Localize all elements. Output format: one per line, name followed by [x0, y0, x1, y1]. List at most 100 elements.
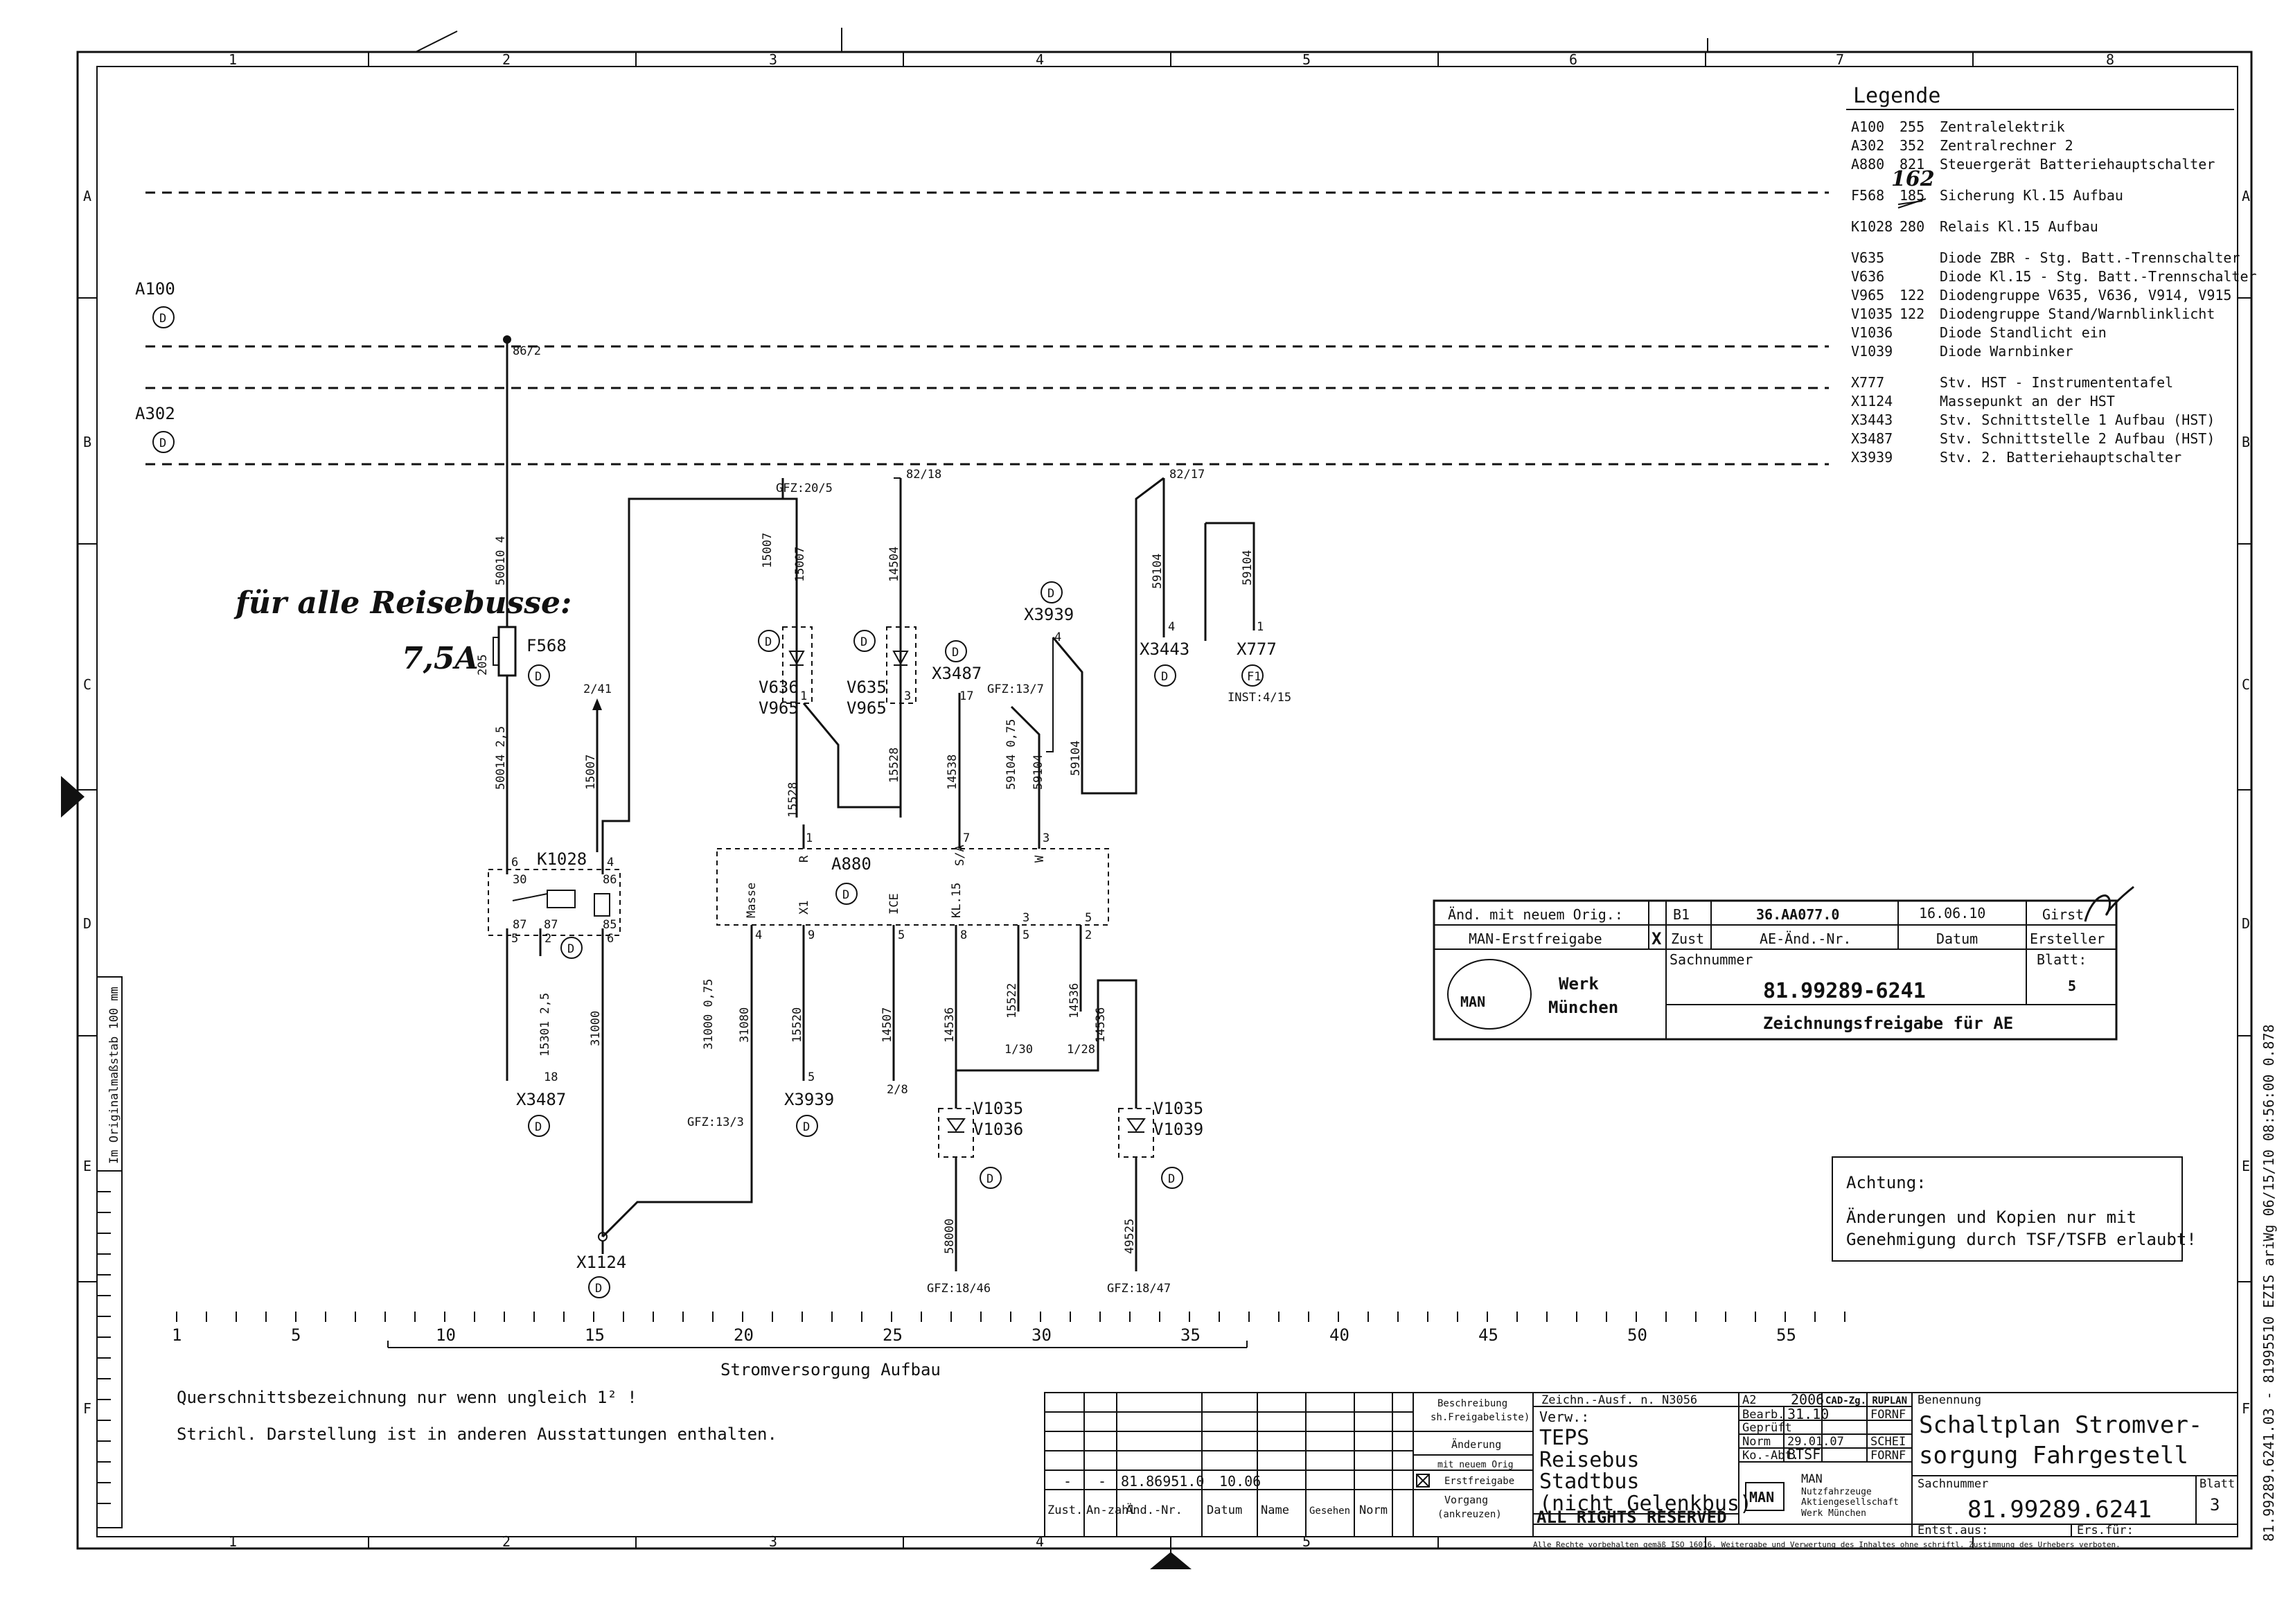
release-r2c1: MAN-Erstfreigabe: [1469, 930, 1602, 947]
v1039-location-d: D: [1168, 1172, 1175, 1186]
grid-col-4-bottom: 4: [1036, 1533, 1044, 1550]
tb-cad: CAD-Zg. RUPLAN: [1825, 1395, 1907, 1406]
wiring: [488, 335, 1255, 1271]
grid-col-7: 7: [1836, 51, 1844, 68]
pin-a880-ice: ICE: [887, 893, 901, 915]
rev-col-aend: Änd.-Nr.: [1126, 1503, 1183, 1517]
label-a100: A100: [135, 279, 175, 299]
legend-entry-desc: Diode Warnbinker: [1940, 343, 2073, 360]
rev-anzahl-value: -: [1098, 1473, 1106, 1490]
a302-location-d: D: [159, 436, 166, 450]
scale-tick-label: 20: [734, 1325, 754, 1345]
legend-entry-code: X3487: [1851, 430, 1893, 447]
attention-line1: Änderungen und Kopien nur mit: [1846, 1207, 2136, 1227]
release-r2c3: AE-Änd.-Nr.: [1760, 930, 1851, 947]
tb-gelenk: (nicht Gelenkbus): [1539, 1492, 1752, 1516]
x3939-top-location-d: D: [1047, 587, 1054, 601]
tb-sachnummer: 81.99289.6241: [1967, 1496, 2152, 1524]
release-signature: [2084, 885, 2134, 922]
legend-entry-desc: Stv. HST - Instrumententafel: [1940, 374, 2173, 391]
release-sachnummer: 81.99289-6241: [1763, 979, 1926, 1003]
wire-59104-e: 59104: [1241, 550, 1255, 585]
legend-entry-desc: Steuergerät Batteriehauptschalter: [1940, 156, 2215, 173]
label-a302: A302: [135, 404, 175, 423]
pin-x3939-5: 5: [808, 1070, 815, 1084]
legend-entry-code: A100: [1851, 118, 1884, 135]
scale-tick-label: 10: [436, 1325, 456, 1345]
rev-aend-value: 81.86951.0: [1121, 1473, 1204, 1490]
legend-entry-code: V1035: [1851, 306, 1893, 322]
scale-tick-label: 15: [585, 1325, 605, 1345]
scale-tick-label: 40: [1329, 1325, 1349, 1345]
tb-year: 2006: [1791, 1391, 1824, 1408]
label-v1036: V1036: [973, 1120, 1023, 1139]
scale-tick-label: 35: [1180, 1325, 1201, 1345]
label-v635: V635: [847, 678, 887, 697]
release-r2c2: Zust: [1671, 930, 1704, 947]
x3443-location-d: D: [1161, 670, 1168, 684]
cross-references: 86/2 82/18 82/17 GFZ:20/5 GFZ:13/7 GFZ:1…: [513, 344, 1291, 1296]
release-r2x: X: [1652, 929, 1662, 948]
rev-desc-mit-neuem: mit neuem Orig: [1437, 1460, 1514, 1470]
legend-title: Legende: [1853, 84, 1940, 108]
label-x1124: X1124: [576, 1253, 626, 1272]
release-r1c5: Girst: [2042, 906, 2084, 923]
grid-row-e-right: E: [2242, 1158, 2250, 1174]
tb-koabt-name: FORNF: [1870, 1449, 1906, 1463]
pin-f568-205: 205: [476, 654, 490, 676]
legend-entry-desc: Zentralrechner 2: [1940, 137, 2073, 154]
legend-entry-code: V965: [1851, 287, 1884, 303]
scale-tick-label: 50: [1627, 1325, 1647, 1345]
legend-entry-num: 255: [1900, 118, 1924, 135]
pin-a880-r: R: [797, 855, 811, 863]
ref-82-18: 82/18: [906, 468, 941, 482]
pin-a880-2: 2: [1085, 928, 1092, 942]
release-blatt: 5: [2068, 978, 2076, 994]
release-r1c3: 36.AA077.0: [1756, 906, 1839, 923]
x3939-bottom-location-d: D: [803, 1120, 810, 1134]
ref-inst-4-15: INST:4/15: [1228, 691, 1291, 705]
release-muenchen: München: [1548, 998, 1618, 1017]
wire-50014: 50014 2,5: [494, 726, 508, 790]
label-x777: X777: [1237, 639, 1277, 659]
wire-14536-a: 14536: [943, 1007, 957, 1043]
label-a880: A880: [831, 854, 871, 874]
pin-a880-5c: 5: [1085, 911, 1092, 925]
legend-entry-desc: Stv. 2. Batteriehauptschalter: [1940, 449, 2181, 466]
tb-rights: ALL RIGHTS RESERVED: [1537, 1508, 1727, 1527]
scale-tick-label: 30: [1032, 1325, 1052, 1345]
scale-tick-label: 55: [1776, 1325, 1796, 1345]
wire-15522: 15522: [1005, 983, 1019, 1018]
tb-benennung: Benennung: [1918, 1393, 1981, 1407]
pin-a880-w: W: [1033, 855, 1047, 863]
x3487-bottom-location-d: D: [535, 1120, 542, 1134]
legend: Legende 162: [1846, 84, 2234, 205]
ref-1-30: 1/30: [1004, 1043, 1033, 1057]
wire-31080: 31080: [738, 1007, 752, 1043]
legend-entry-desc: Diode Standlicht ein: [1940, 324, 2107, 341]
ref-gfz-18-46: GFZ:18/46: [927, 1282, 991, 1296]
grid-row-c: C: [83, 676, 91, 693]
legend-correction: 162: [1891, 167, 1935, 191]
legend-entry-desc: Massepunkt an der HST: [1940, 393, 2115, 409]
centering-arrow-left: [61, 776, 85, 818]
grid-col-1: 1: [229, 51, 237, 68]
legend-entry-num: 122: [1900, 287, 1924, 303]
legend-entry-num: 122: [1900, 306, 1924, 322]
tb-zeichn: Zeichn.-Ausf. n. N3056: [1541, 1393, 1697, 1407]
legend-entry-num: 821: [1900, 156, 1924, 173]
label-v1035-a: V1035: [973, 1099, 1023, 1118]
title-block: - - 81.86951.0 10.06 Zust. An-zahl Änd.-…: [1044, 1391, 2238, 1549]
tb-norm-name: SCHEI: [1870, 1435, 1906, 1449]
pin-k1028-5: 5: [511, 932, 518, 946]
scale-tick-label: 5: [291, 1325, 301, 1345]
rev-col-datum: Datum: [1207, 1503, 1242, 1517]
wire-49525: 49525: [1123, 1219, 1137, 1254]
legend-entry-desc: Sicherung Kl.15 Aufbau: [1940, 187, 2123, 204]
